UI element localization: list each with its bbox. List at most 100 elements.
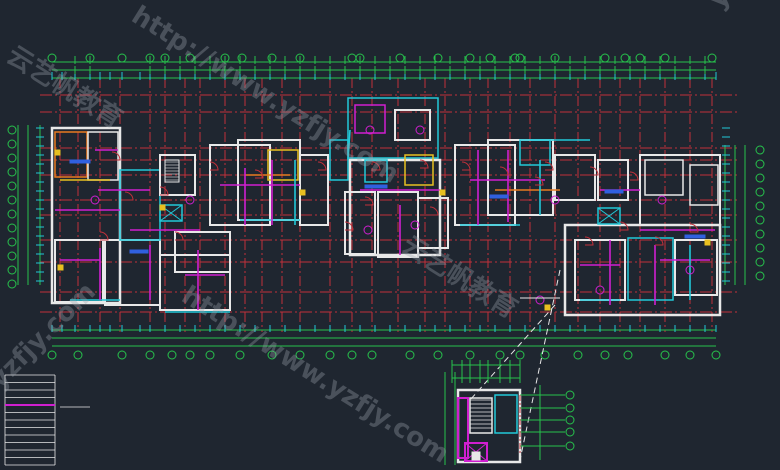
axis-bubble xyxy=(660,350,670,360)
blue-fixture xyxy=(69,159,91,164)
axis-bubble xyxy=(47,53,57,63)
axis-bubble xyxy=(7,265,17,275)
axis-bubble xyxy=(7,251,17,261)
axis-bubble xyxy=(145,350,155,360)
door-swing xyxy=(254,169,264,179)
axis-bubble xyxy=(185,350,195,360)
axis-bubble xyxy=(755,229,765,239)
axis-bubble xyxy=(7,195,17,205)
blue-fixture xyxy=(364,184,388,189)
door-swing xyxy=(364,196,374,206)
axis-bubble xyxy=(295,350,305,360)
axis-bubble xyxy=(167,350,177,360)
fixture-line xyxy=(347,129,351,161)
axis-bubble xyxy=(235,350,245,360)
door-swing xyxy=(111,151,121,161)
axis-bubble xyxy=(433,350,443,360)
axis-bubble xyxy=(47,350,57,360)
watermark-text: 云艺帆教育 xyxy=(1,40,128,135)
door-swing xyxy=(689,223,699,233)
room-tag xyxy=(410,220,420,230)
axis-bubble xyxy=(755,173,765,183)
door-swing xyxy=(461,161,471,171)
door-swing xyxy=(419,159,429,169)
marker xyxy=(54,149,61,156)
door-swing xyxy=(619,221,629,231)
axis-bubble xyxy=(755,271,765,281)
axis-bubble xyxy=(540,350,550,360)
axis-bubble xyxy=(205,350,215,360)
axis-bubble xyxy=(515,53,525,63)
axis-bubble xyxy=(565,403,575,413)
axis-bubble xyxy=(755,201,765,211)
shaft-outline xyxy=(159,204,183,222)
marker xyxy=(299,189,306,196)
room-outline xyxy=(159,154,196,196)
axis-bubble xyxy=(433,53,443,63)
shaft-outline xyxy=(597,207,621,225)
shaft-cross xyxy=(597,207,621,225)
axis-bubble xyxy=(117,53,127,63)
axis-bubble xyxy=(405,350,415,360)
axis-bubble xyxy=(160,53,170,63)
wall-outline xyxy=(347,97,439,159)
axis-bubble xyxy=(185,53,195,63)
axis-bubble xyxy=(7,167,17,177)
room-tag xyxy=(365,125,375,135)
room-tag xyxy=(90,195,100,205)
axis-bubble xyxy=(755,257,765,267)
axis-bubble xyxy=(395,53,405,63)
room-outline xyxy=(344,191,376,255)
room-outline xyxy=(394,109,431,141)
marker xyxy=(439,189,446,196)
blue-fixture xyxy=(489,194,509,199)
room-outline xyxy=(404,154,434,186)
leader-line xyxy=(519,269,561,461)
room-tag xyxy=(685,265,695,275)
door-swing xyxy=(654,236,664,246)
axis-bubble xyxy=(237,53,247,63)
room-outline xyxy=(597,159,629,201)
watermark-text: http://www.yzfjy.com xyxy=(176,280,454,469)
axis-bubble xyxy=(565,390,575,400)
marker xyxy=(544,304,551,311)
axis-bubble xyxy=(117,350,127,360)
room-outline xyxy=(627,237,674,301)
watermark-text: yzfjy.com xyxy=(704,0,780,15)
axis-bubble xyxy=(755,159,765,169)
axis-bubble xyxy=(7,139,17,149)
wall-outline xyxy=(348,158,442,257)
axis-bubble xyxy=(85,53,95,63)
axis-bubble xyxy=(565,415,575,425)
room-outline xyxy=(644,159,684,196)
room-outline xyxy=(174,231,231,273)
marker xyxy=(57,264,64,271)
leader-line xyxy=(469,304,556,401)
axis-bubble xyxy=(600,350,610,360)
axis-bubble xyxy=(510,53,520,63)
detail-stair xyxy=(469,397,493,434)
axis-bubble xyxy=(7,125,17,135)
axis-bubble xyxy=(565,441,575,451)
room-outline xyxy=(267,149,299,181)
axis-bubble xyxy=(465,350,475,360)
room-tag xyxy=(550,195,560,205)
shaft-cross xyxy=(159,204,183,222)
axis-bubble xyxy=(367,350,377,360)
room-tag xyxy=(185,195,195,205)
axis-bubble xyxy=(220,53,230,63)
axis-bubble xyxy=(485,53,495,63)
axis-bubble xyxy=(685,350,695,360)
axis-bubble xyxy=(7,279,17,289)
door-swing xyxy=(124,191,134,201)
door-swing xyxy=(534,176,544,186)
axis-bubble xyxy=(600,53,610,63)
axis-bubble xyxy=(73,350,83,360)
detail-room xyxy=(494,394,518,434)
axis-bubble xyxy=(711,350,721,360)
axis-bubble xyxy=(515,350,525,360)
